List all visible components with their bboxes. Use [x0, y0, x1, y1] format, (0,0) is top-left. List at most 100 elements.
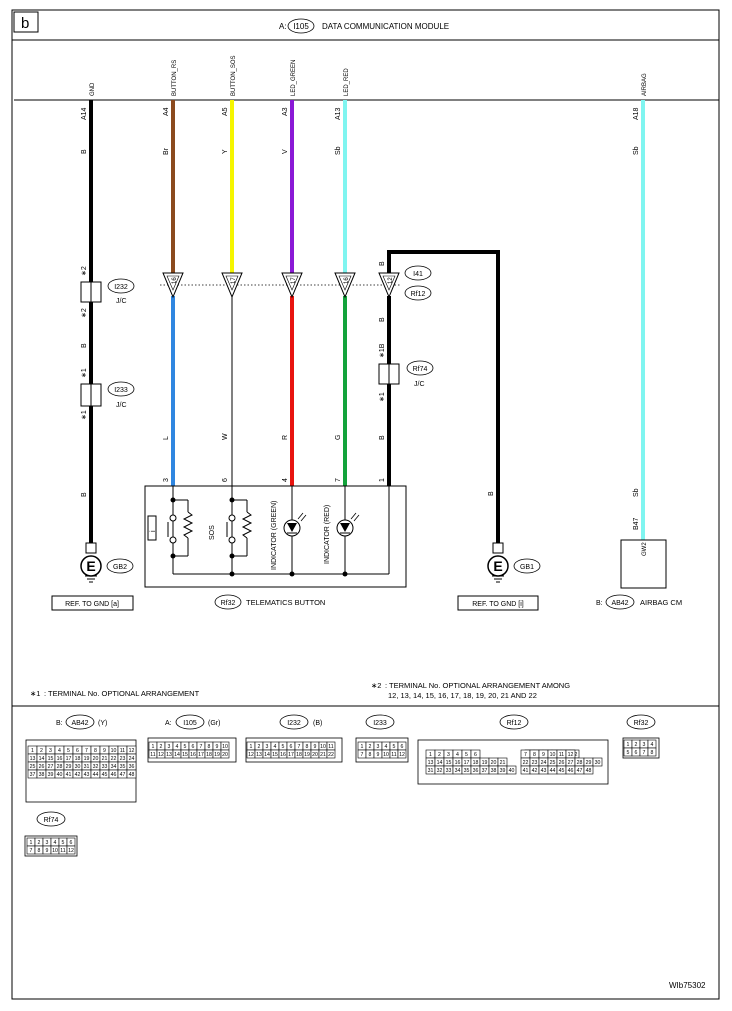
ab42-terminal: 18	[75, 756, 81, 762]
ab42-terminal: 8	[94, 748, 97, 754]
ref-gnd-i-box[interactable]	[457, 595, 539, 611]
ab42-terminal: 28	[57, 764, 63, 770]
i41-pin-5: 12	[388, 277, 394, 284]
i41-pin-2: 17	[231, 277, 237, 284]
i105-terminal: 14	[174, 752, 180, 758]
ab42-label: AB42	[611, 600, 628, 607]
rf74-terminal: 8	[38, 848, 41, 854]
outer-frame	[11, 9, 720, 1000]
rf12-right-terminal: 48	[586, 768, 592, 774]
ground-gb2-symbol: E	[86, 558, 95, 574]
ground-gb1-symbol: E	[493, 558, 502, 574]
airbag-cm-name: AIRBAG CM	[640, 598, 682, 607]
ab42-terminal: 33	[102, 764, 108, 770]
ab42-terminal: 34	[111, 764, 117, 770]
ground-gb1	[487, 542, 509, 583]
rf12-right-terminal: 30	[595, 760, 601, 766]
ab42-terminal: 2	[40, 748, 43, 754]
indicator-green-label: INDICATOR (GREEN)	[271, 501, 278, 570]
ref-gnd-i[interactable]: REF. TO GND [i]	[472, 601, 524, 608]
i232-terminal: 3	[266, 744, 269, 750]
i233-terminal: 12	[399, 752, 405, 758]
i233-jc: J/C	[116, 402, 127, 409]
pin-num-6: 6	[222, 478, 229, 482]
rf12-left-terminal: 34	[455, 768, 461, 774]
rf74-terminal: 11	[60, 848, 65, 854]
ab42-terminal: 13	[30, 756, 36, 762]
rf32-terminal: 4	[651, 742, 654, 748]
rf12-left-terminal: 3	[447, 752, 450, 758]
i233-terminal: 10	[383, 752, 389, 758]
rf12-left-terminal: 18	[473, 760, 479, 766]
telematics-button-box	[144, 485, 407, 588]
rf12-right-terminal: 29	[586, 760, 592, 766]
rf12-right-terminal: 24	[541, 760, 547, 766]
rf74-terminal: 2	[38, 840, 41, 846]
ab42-terminal: 37	[30, 772, 36, 778]
i41-pin-1: 16	[172, 277, 178, 284]
color-airbag: Sb	[633, 146, 640, 155]
ab42-terminal: 41	[66, 772, 72, 778]
cv-i232-oval	[279, 714, 309, 730]
rf12-right-terminal: 27	[568, 760, 574, 766]
ab42-terminal: 17	[66, 756, 72, 762]
rf12-left-terminal: 5	[465, 752, 468, 758]
pin-button-sos: A5	[222, 107, 229, 116]
i232-terminal: 21	[320, 752, 326, 758]
gnd-right-color: B	[488, 491, 495, 496]
pin-led-red: A13	[335, 107, 342, 120]
i232-terminal: 16	[280, 752, 286, 758]
ab42-terminal: 47	[120, 772, 126, 778]
ab42-terminal: 25	[30, 764, 36, 770]
ab42-oval	[605, 594, 635, 610]
left-color-2: B	[81, 492, 88, 497]
cv-i233-code: I233	[373, 720, 387, 727]
note2-line2: 12, 13, 14, 15, 16, 17, 18, 19, 20, 21 A…	[388, 691, 537, 700]
module-name: DATA COMMUNICATION MODULE	[322, 22, 449, 31]
i232-terminal: 13	[256, 752, 262, 758]
ab42-terminal: 19	[84, 756, 90, 762]
ab42-terminal: 42	[75, 772, 81, 778]
section-letter-box	[13, 11, 39, 33]
module-code-oval	[287, 18, 315, 34]
rf32-terminal: 2	[635, 742, 638, 748]
lower-color-airbag: Sb	[633, 488, 640, 497]
rf74-terminal: 10	[52, 848, 58, 854]
rf12-left-terminal: 17	[464, 760, 470, 766]
module-prefix: A:	[279, 22, 287, 31]
i232-terminal: 1	[250, 744, 253, 750]
pin-num-3: 3	[163, 478, 170, 482]
rf12-left-terminal: 6	[474, 752, 477, 758]
ab42-terminal: 32	[93, 764, 99, 770]
i232-terminal: 12	[248, 752, 254, 758]
i233-label: I233	[114, 387, 128, 394]
color-button-rs: Br	[163, 147, 170, 155]
rf12-left-terminal: 4	[456, 752, 459, 758]
cv-ab42-suffix: (Y)	[98, 720, 107, 727]
ref-gnd-a-box[interactable]	[51, 595, 134, 611]
left-marker-3: ∗1	[81, 368, 88, 378]
i105-terminal: 10	[222, 744, 228, 750]
i105-terminal: 9	[216, 744, 219, 750]
ab42-terminal: 30	[75, 764, 81, 770]
ab42-terminal: 35	[120, 764, 126, 770]
i105-terminal: 19	[214, 752, 220, 758]
rf32-terminal: 1	[627, 742, 630, 748]
rf74-label: Rf74	[413, 366, 428, 373]
signal-button-rs: BUTTON_RS	[172, 60, 178, 96]
rf12-right-terminal: 46	[568, 768, 574, 774]
pin-led-green: A3	[282, 107, 289, 116]
airbag-prefix: B:	[596, 600, 603, 607]
ref-gnd-a[interactable]: REF. TO GND [a]	[65, 601, 119, 608]
note2-line1: : TERMINAL No. OPTIONAL ARRANGEMENT AMON…	[385, 681, 570, 690]
signal-led-green: LED_GREEN	[291, 60, 297, 96]
rf12-left-terminal: 19	[482, 760, 488, 766]
i105-terminal: 6	[192, 744, 195, 750]
i41-oval	[404, 265, 432, 281]
i41-wire-color: B	[379, 261, 386, 266]
rf74-lower-marker: ∗1	[379, 392, 386, 402]
rf12-right-terminal: 44	[550, 768, 556, 774]
rf12-left-terminal: 31	[428, 768, 434, 774]
ab42-terminal: 3	[49, 748, 52, 754]
rf12-oval	[404, 285, 432, 301]
